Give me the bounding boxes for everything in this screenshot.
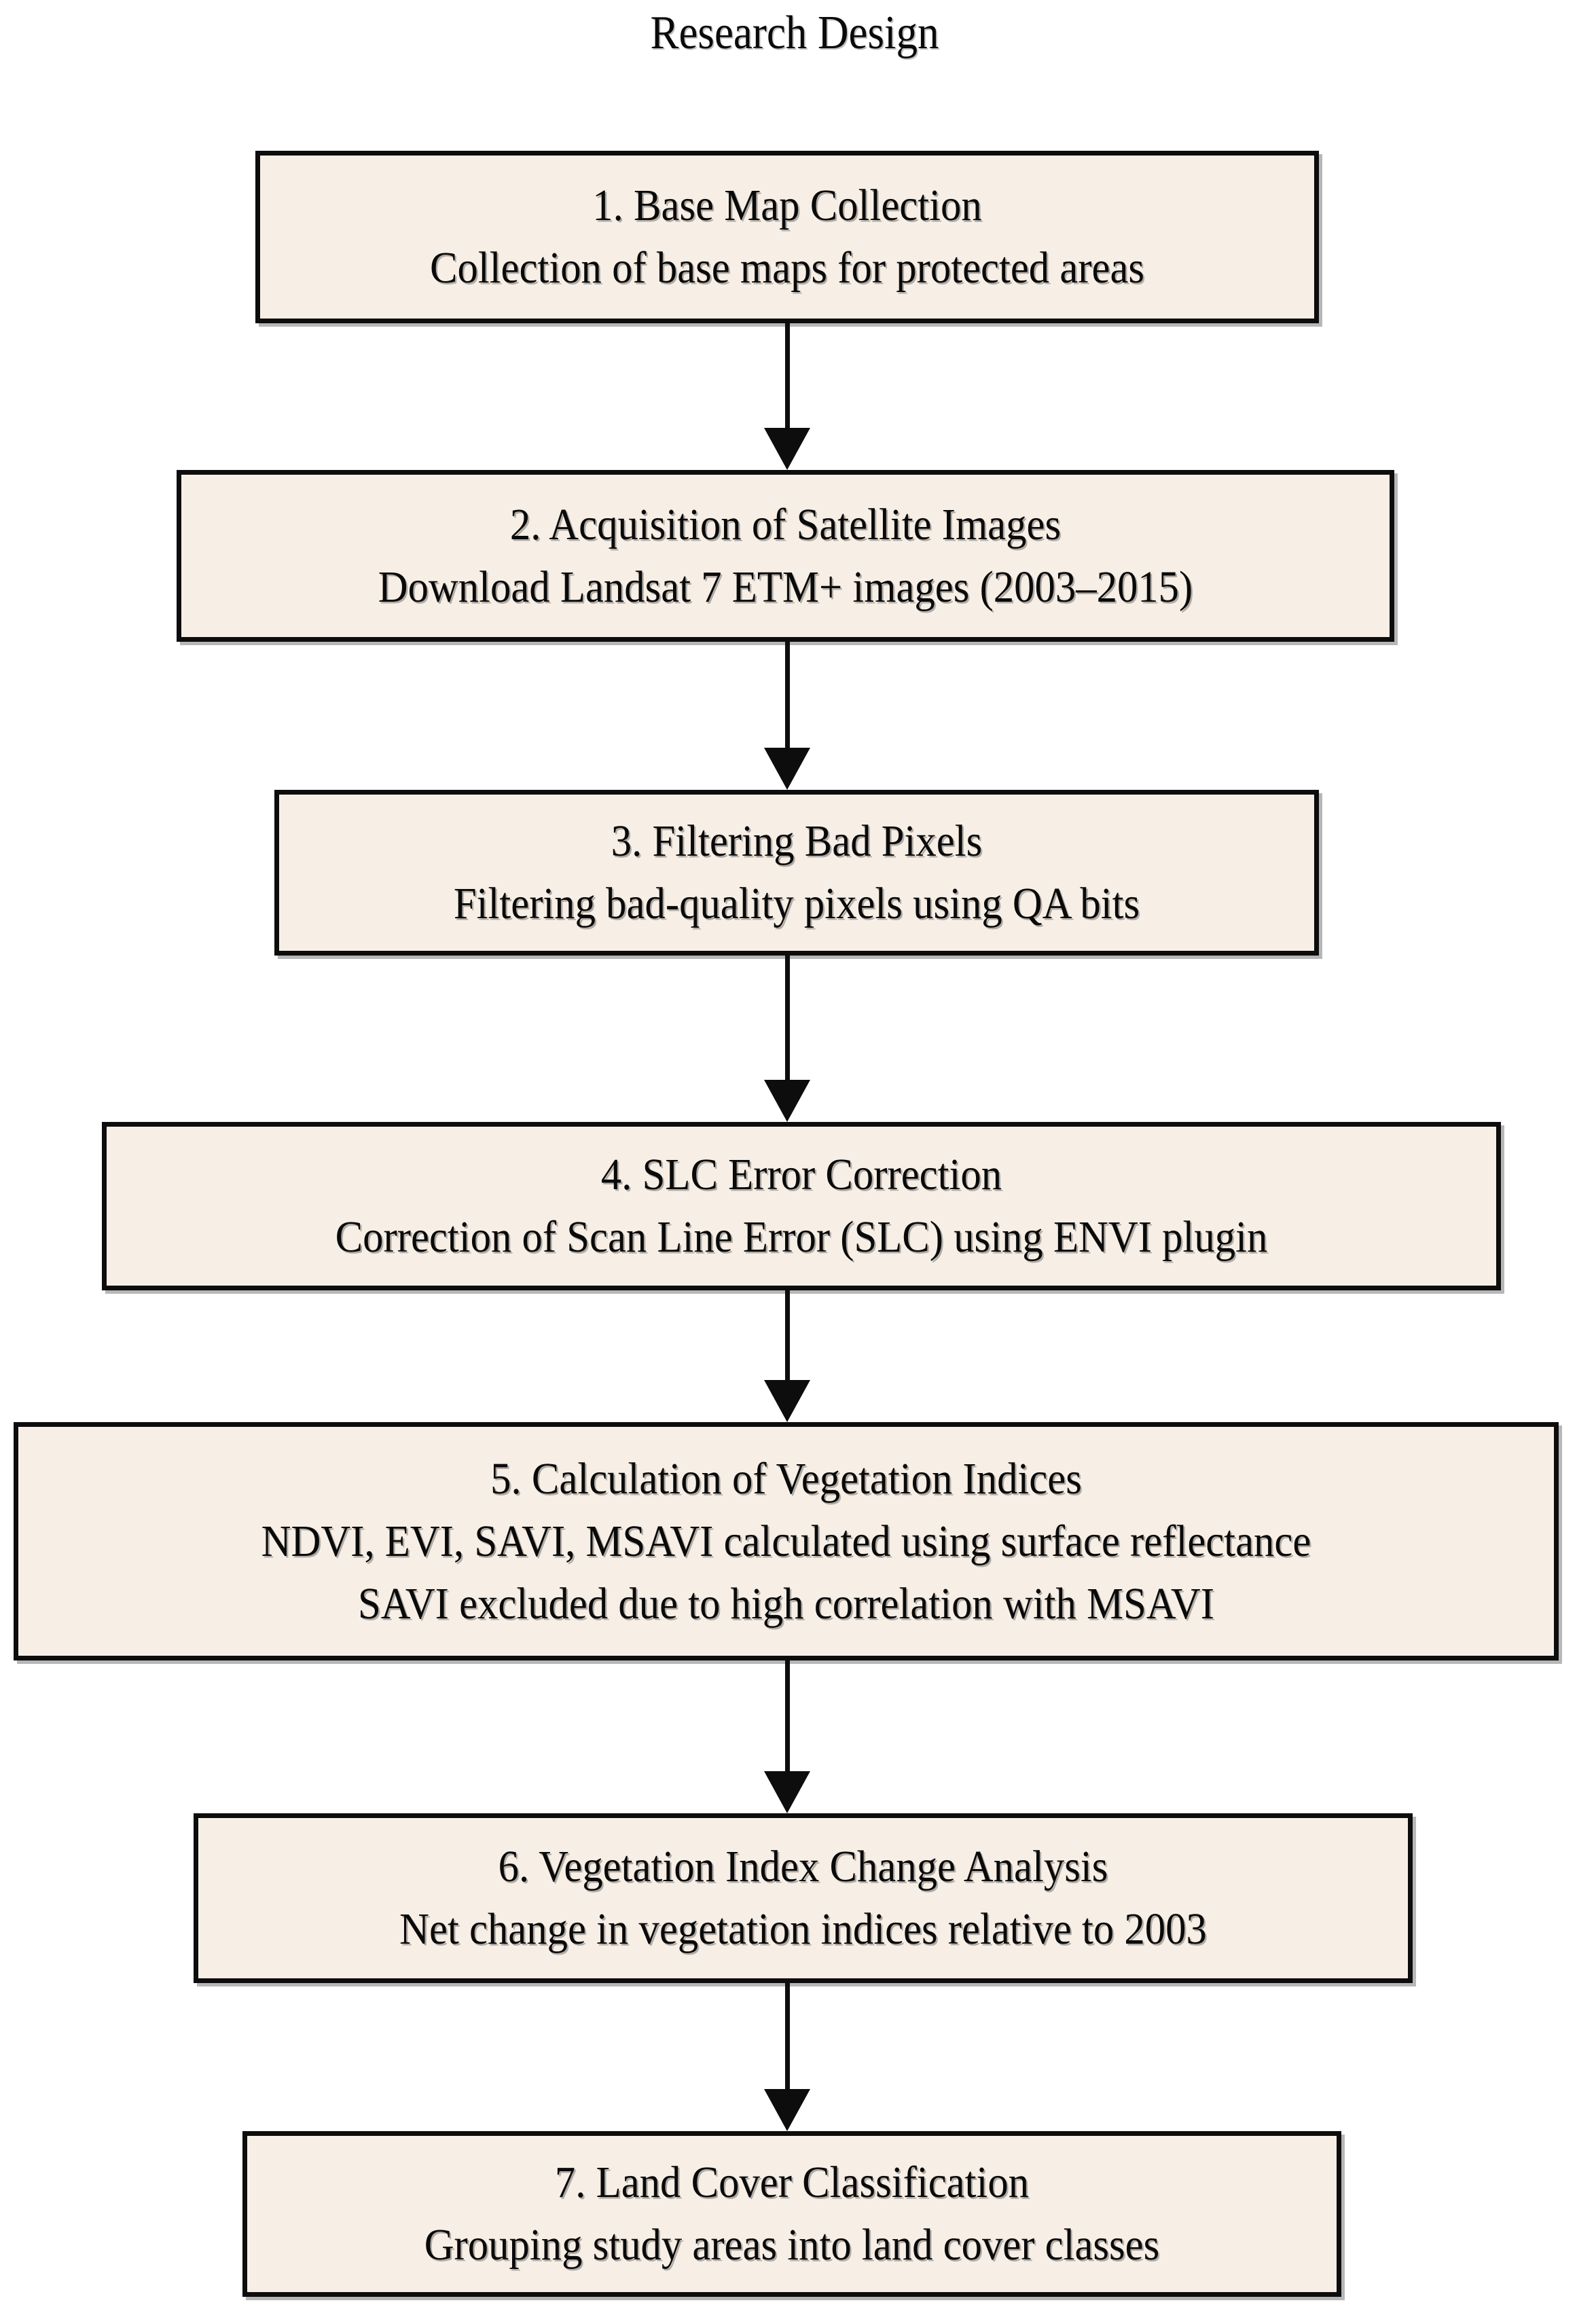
- flowchart-node-5[interactable]: 5. Calculation of Vegetation Indices NDV…: [14, 1422, 1559, 1660]
- node-2-description: Download Landsat 7 ETM+ images (2003–201…: [378, 562, 1193, 612]
- connector-node3-to-node4: [764, 956, 810, 1122]
- node-3-description: Filtering bad-quality pixels using QA bi…: [453, 879, 1140, 928]
- connector-node4-to-node5: [764, 1290, 810, 1422]
- node-5-description-2: SAVI excluded due to high correlation wi…: [358, 1578, 1214, 1629]
- arrowhead-down-icon: [764, 748, 810, 790]
- arrowhead-down-icon: [764, 1771, 810, 1813]
- node-7-title: 7. Land Cover Classification: [554, 2158, 1030, 2207]
- node-6-description: Net change in vegetation indices relativ…: [399, 1904, 1207, 1954]
- connector-shaft: [785, 1660, 790, 1771]
- connector-shaft: [785, 323, 790, 428]
- flowchart-node-4[interactable]: 4. SLC Error Correction Correction of Sc…: [102, 1122, 1501, 1290]
- connector-node2-to-node3: [764, 642, 810, 790]
- connector-shaft: [785, 642, 790, 748]
- node-5-title: 5. Calculation of Vegetation Indices: [490, 1453, 1082, 1504]
- flowchart-node-1[interactable]: 1. Base Map Collection Collection of bas…: [255, 151, 1319, 323]
- arrowhead-down-icon: [764, 428, 810, 470]
- node-7-description: Grouping study areas into land cover cla…: [424, 2220, 1160, 2270]
- flowchart-node-2[interactable]: 2. Acquisition of Satellite Images Downl…: [177, 470, 1394, 642]
- connector-shaft: [785, 956, 790, 1080]
- connector-node1-to-node2: [764, 323, 810, 470]
- connector-node6-to-node7: [764, 1983, 810, 2131]
- node-4-description: Correction of Scan Line Error (SLC) usin…: [335, 1212, 1268, 1262]
- node-3-title: 3. Filtering Bad Pixels: [611, 816, 983, 866]
- arrowhead-down-icon: [764, 1380, 810, 1422]
- node-6-title: 6. Vegetation Index Change Analysis: [498, 1842, 1108, 1891]
- flowchart-node-3[interactable]: 3. Filtering Bad Pixels Filtering bad-qu…: [274, 790, 1319, 956]
- node-1-title: 1. Base Map Collection: [592, 181, 982, 230]
- flowchart-node-6[interactable]: 6. Vegetation Index Change Analysis Net …: [194, 1813, 1413, 1983]
- page-title: Research Design: [650, 7, 939, 59]
- arrowhead-down-icon: [764, 2089, 810, 2131]
- node-4-title: 4. SLC Error Correction: [600, 1150, 1002, 1199]
- connector-shaft: [785, 1983, 790, 2089]
- arrowhead-down-icon: [764, 1080, 810, 1122]
- node-1-description: Collection of base maps for protected ar…: [429, 243, 1145, 293]
- connector-node5-to-node6: [764, 1660, 810, 1813]
- connector-shaft: [785, 1290, 790, 1380]
- node-5-description: NDVI, EVI, SAVI, MSAVI calculated using …: [261, 1516, 1311, 1566]
- flowchart-node-7[interactable]: 7. Land Cover Classification Grouping st…: [242, 2131, 1341, 2297]
- node-2-title: 2. Acquisition of Satellite Images: [509, 499, 1062, 549]
